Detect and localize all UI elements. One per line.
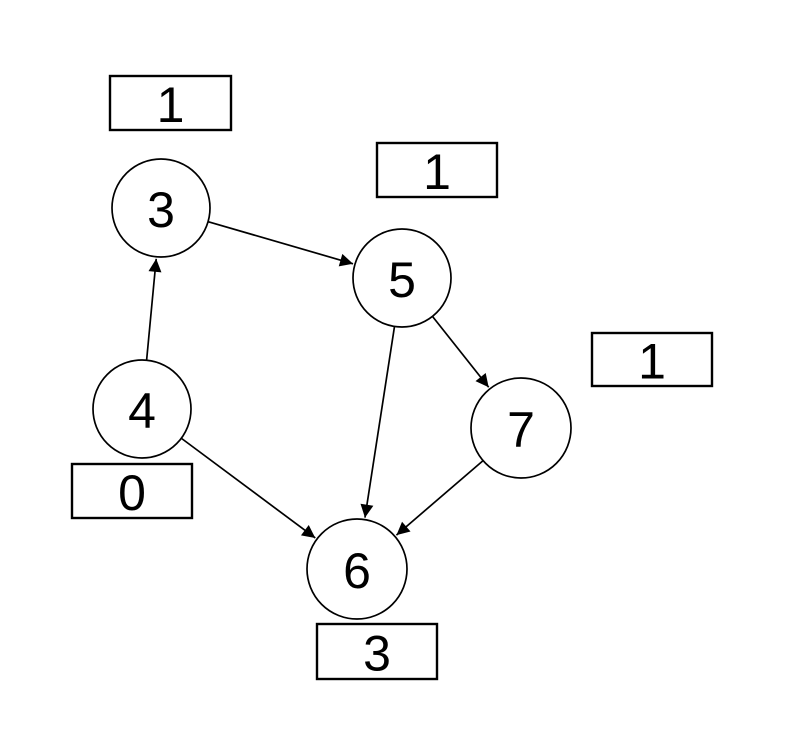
node-5: 5 bbox=[352, 228, 452, 328]
edge-5-to-7 bbox=[431, 315, 490, 388]
value-box-4: 0 bbox=[70, 462, 194, 521]
node-7-label: 7 bbox=[507, 402, 535, 458]
node-5-label: 5 bbox=[388, 252, 416, 308]
node-6-circle bbox=[306, 518, 408, 620]
node-3-label: 3 bbox=[147, 182, 175, 238]
node-3-circle bbox=[111, 158, 211, 258]
value-box-6: 3 bbox=[315, 622, 439, 682]
node-3: 3 bbox=[111, 158, 211, 258]
value-box-4-rect bbox=[70, 462, 194, 520]
value-box-7-label: 1 bbox=[638, 334, 666, 390]
node-6: 6 bbox=[306, 518, 408, 620]
node-7-circle bbox=[470, 377, 572, 479]
node-6-label: 6 bbox=[343, 543, 371, 599]
value-box-3-rect bbox=[108, 74, 233, 132]
value-box-3: 1 bbox=[108, 74, 233, 133]
node-4-label: 4 bbox=[128, 383, 156, 439]
node-4-circle bbox=[92, 359, 192, 459]
value-box-7-rect bbox=[590, 331, 714, 388]
edge-4-to-3 bbox=[145, 258, 162, 361]
value-box-6-rect bbox=[315, 622, 439, 681]
edge-4-to-6 bbox=[180, 437, 316, 539]
edge-3-to-5 bbox=[207, 220, 354, 267]
node-4: 4 bbox=[92, 359, 192, 459]
value-box-4-label: 0 bbox=[118, 465, 146, 521]
edge-7-to-6 bbox=[395, 459, 484, 536]
value-box-7: 1 bbox=[590, 331, 714, 390]
node-7: 7 bbox=[470, 377, 572, 479]
value-box-5-rect bbox=[375, 141, 499, 199]
node-5-circle bbox=[352, 228, 452, 328]
value-box-6-label: 3 bbox=[363, 626, 391, 682]
value-box-5: 1 bbox=[375, 141, 499, 200]
edge-5-to-6 bbox=[360, 326, 396, 518]
value-box-3-label: 1 bbox=[157, 77, 185, 133]
value-box-5-label: 1 bbox=[423, 144, 451, 200]
